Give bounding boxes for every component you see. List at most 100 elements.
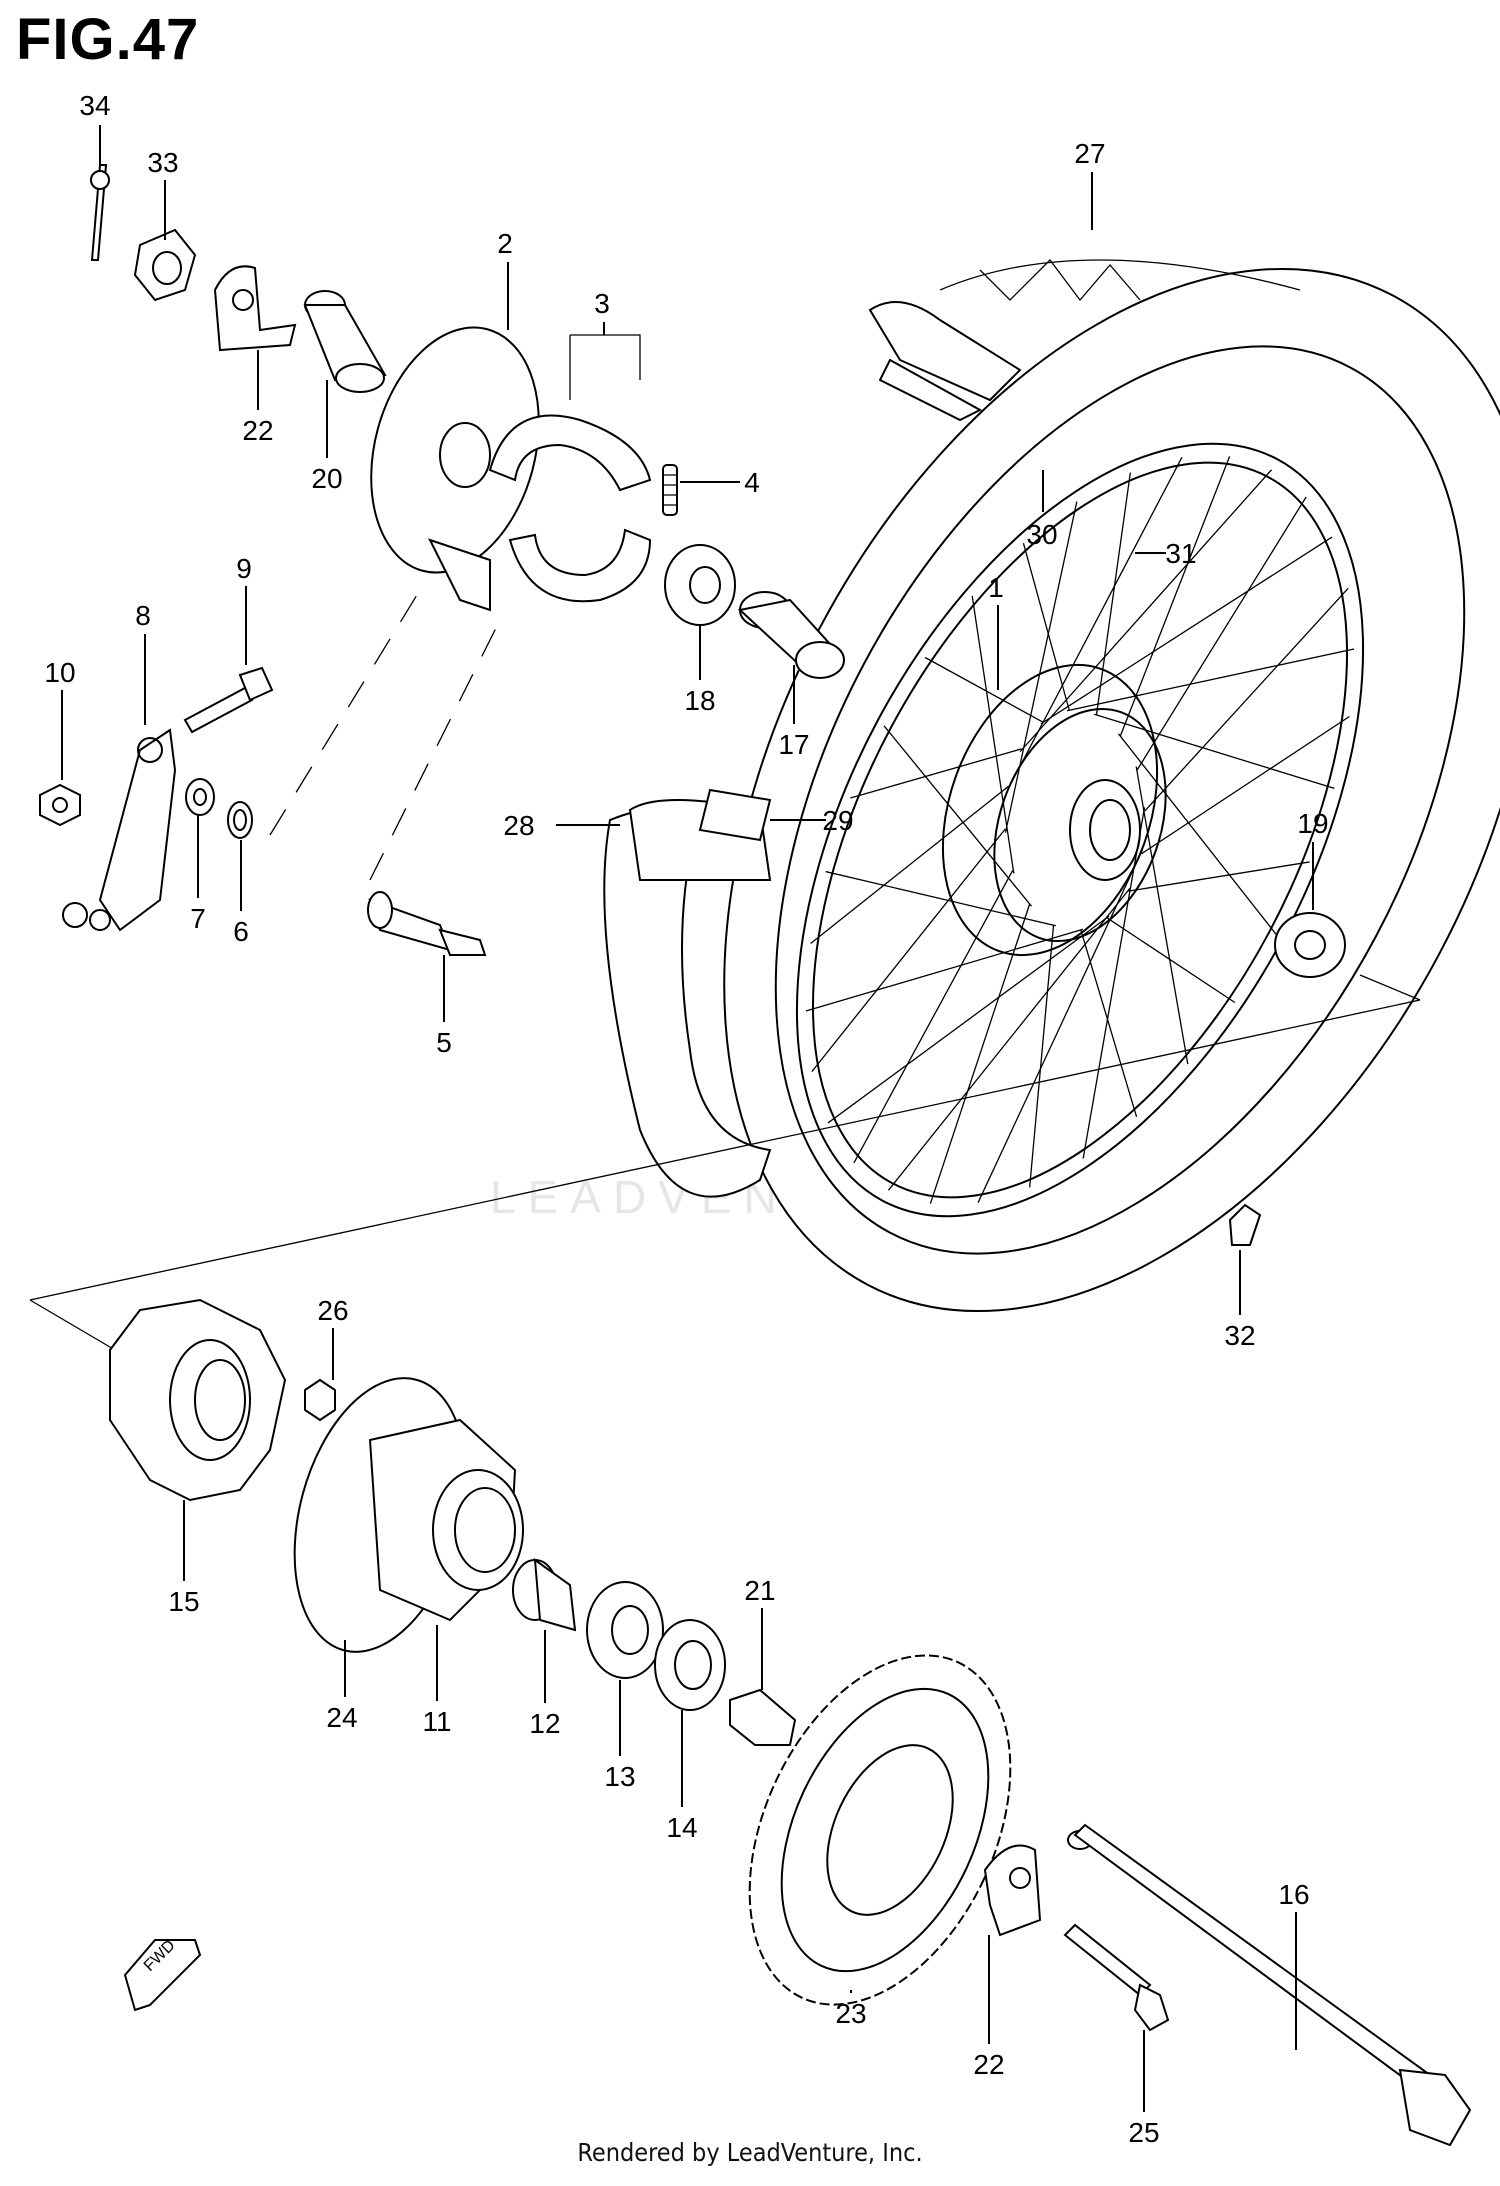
callout-28: 28 [503,810,620,841]
callout-11: 11 [422,1625,452,1737]
callout-2: 2 [497,228,513,330]
spacer-21 [729,1688,797,1746]
callout-label: 10 [44,657,75,688]
fwd-arrow-icon: FWD [123,1937,202,2012]
washer-7 [185,778,215,816]
oil-seal [654,1619,726,1711]
spoke [811,828,1006,1073]
bearing-19 [1274,912,1346,978]
spoke [883,725,1032,907]
callout-label: 20 [311,463,342,494]
callout-label: 33 [147,147,178,178]
spoke [1028,924,1055,1188]
callout-label: 9 [236,553,252,584]
callout-label: 34 [79,90,110,121]
callout-24: 24 [326,1640,358,1733]
spacer-17 [737,591,845,679]
cush-damper [109,1298,287,1502]
spoke [853,869,1014,1164]
footer-credit: Rendered by LeadVenture, Inc. [577,2138,923,2167]
callout-label: 25 [1128,2117,1159,2148]
callout-25: 25 [1128,2030,1160,2148]
callout-label: 27 [1074,138,1105,169]
valve-cap [1228,1203,1262,1246]
spoke [924,656,1044,723]
callout-29: 29 [770,805,854,836]
callout-8: 8 [135,600,151,725]
callout-label: 3 [594,288,610,319]
callout-34: 34 [79,90,111,165]
spoke [1095,472,1132,716]
cam-lever-bolt [183,666,274,734]
spoke [929,903,1031,1204]
callout-33: 33 [147,147,179,240]
spacer-12 [512,1557,577,1632]
spoke [850,748,1022,799]
callout-label: 7 [190,903,206,934]
spoke [1118,733,1277,935]
spokes [805,456,1355,1204]
callout-label: 24 [326,1702,357,1733]
brake-cam-shaft [367,891,487,956]
callout-21: 21 [744,1575,776,1690]
spoke [1094,713,1335,790]
callout-6: 6 [233,840,249,947]
callout-26: 26 [317,1295,349,1380]
callout-13: 13 [604,1680,636,1792]
callout-label: 8 [135,600,151,631]
callout-30: 30 [1026,470,1058,550]
bolt-25 [1063,1923,1170,2032]
spoke [977,849,1143,1203]
callout-label: 5 [436,1027,452,1058]
callout-22a: 22 [242,350,274,446]
tube [868,301,1022,422]
callout-label: 11 [422,1706,451,1737]
rim-band [603,788,772,1198]
callout-12: 12 [529,1630,561,1739]
bearing-13 [586,1581,664,1679]
sprocket-drum [293,1377,524,1653]
callout-label: 22 [973,2049,1004,2080]
callout-5: 5 [436,955,452,1058]
callout-label: 30 [1026,519,1057,550]
callout-10: 10 [44,657,76,780]
hub [941,663,1167,957]
spoke [1136,496,1307,771]
callout-31: 31 [1135,538,1197,569]
spoke [1128,861,1310,892]
callout-label: 15 [168,1586,199,1617]
callout-label: 18 [684,685,715,716]
brake-cam-lever [62,728,177,932]
callout-label: 2 [497,228,513,259]
callout-label: 1 [988,572,1004,603]
cotter-pin [90,164,110,261]
chain-adjuster-bottom [983,1844,1042,1937]
figure-title: FIG.47 [16,7,200,72]
callout-label: 29 [822,805,853,836]
nut-26 [304,1378,336,1422]
axle [1067,1823,1472,2147]
chain-adjuster-top [213,265,297,352]
callout-label: 22 [242,415,273,446]
callout-17: 17 [778,665,810,760]
callout-label: 16 [1278,1879,1309,1910]
spring [662,464,678,516]
spoke [825,870,1056,927]
spoke [1066,648,1355,712]
callout-label: 13 [604,1761,635,1792]
callout-label: 32 [1224,1320,1255,1351]
callout-19: 19 [1297,808,1329,910]
callout-32: 32 [1224,1250,1256,1351]
o-ring-6 [227,801,253,839]
spoke [1022,543,1070,711]
callout-20: 20 [311,380,343,494]
cam-lever-nut [39,783,81,827]
callout-22b: 22 [973,1935,1005,2080]
spoke [887,887,1131,1191]
callout-label: 26 [317,1295,348,1326]
callout-label: 14 [666,1812,697,1843]
spoke [805,928,1084,1012]
callout-label: 4 [744,467,760,498]
